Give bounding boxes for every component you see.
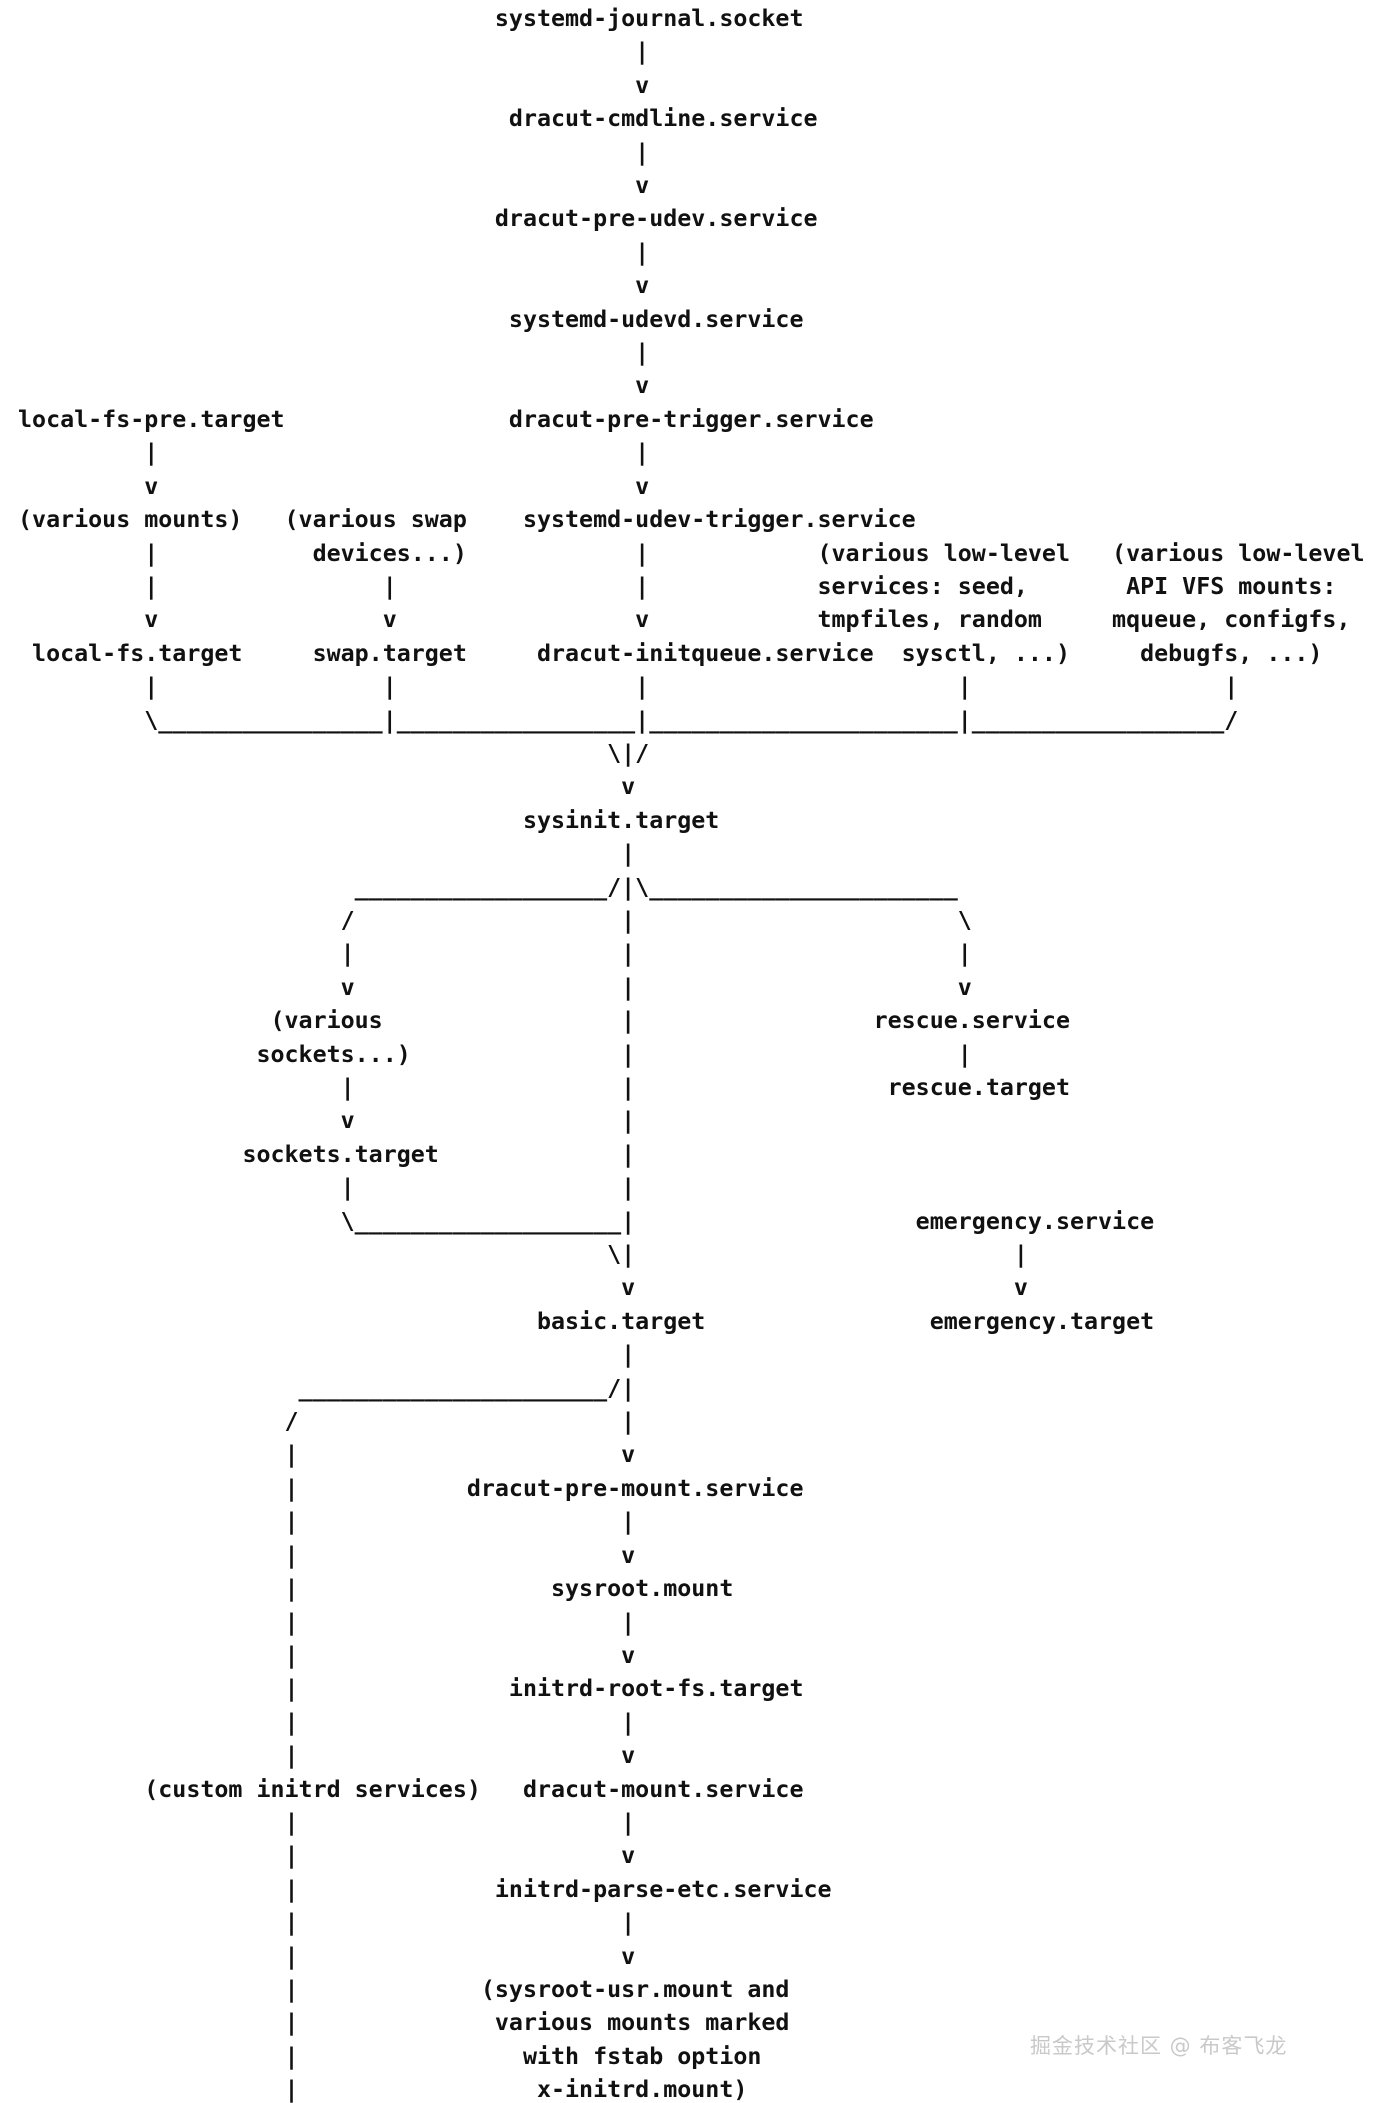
watermark-text: 掘金技术社区 @ 布客飞龙: [1030, 2034, 1288, 2058]
systemd-initrd-boot-ascii-diagram: systemd-journal.socket | v dracut-cmdlin…: [18, 5, 1365, 2103]
